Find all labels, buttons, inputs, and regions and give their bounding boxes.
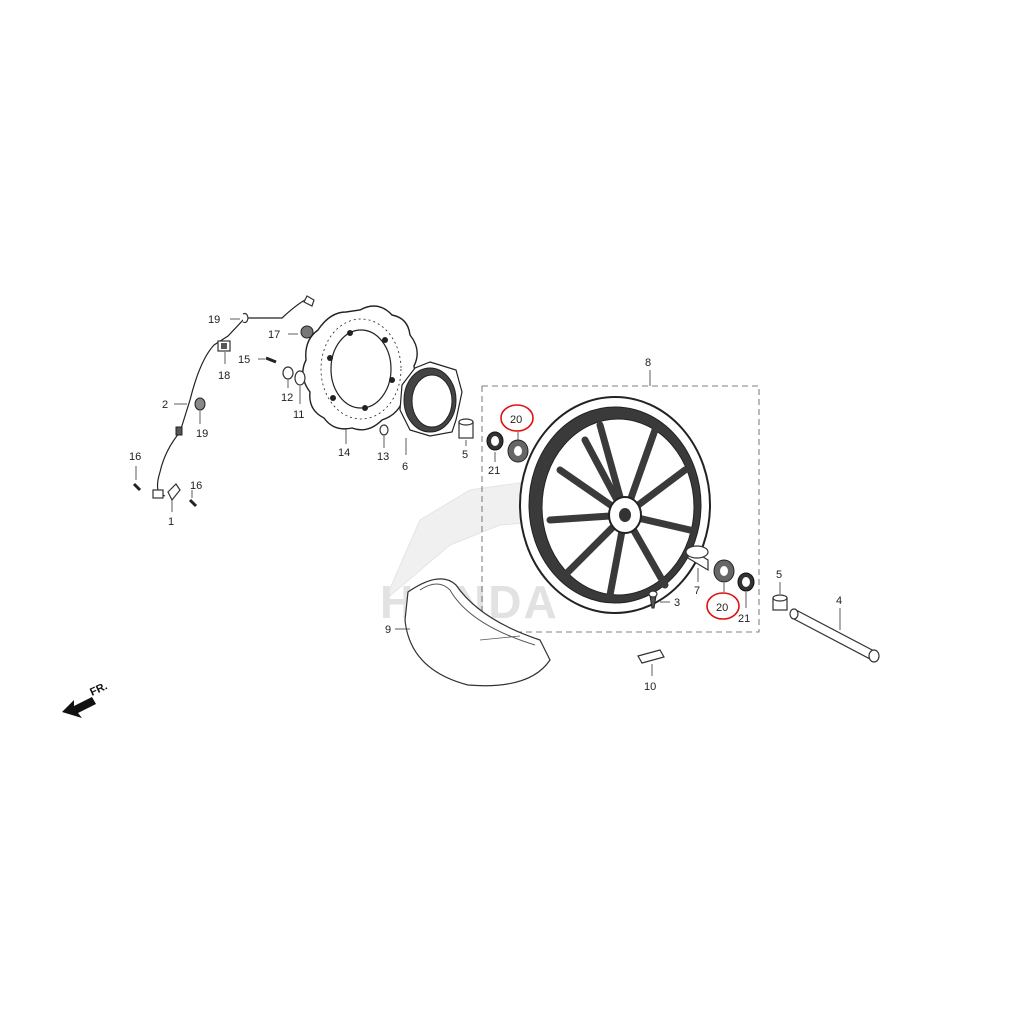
collar-5-right: [772, 594, 788, 611]
part-label-21-right: 21: [738, 613, 750, 625]
part-label-7: 7: [694, 585, 700, 597]
valve-3: [648, 590, 658, 609]
clamp-18: [217, 340, 231, 352]
part-label-5-left: 5: [462, 449, 468, 461]
highlight-circle-left: [500, 404, 534, 432]
part-label-1: 1: [168, 516, 174, 528]
part-label-14: 14: [338, 447, 350, 459]
bolt-16-left: [132, 482, 142, 492]
part-label-10: 10: [644, 681, 656, 693]
part-label-17: 17: [268, 329, 280, 341]
part-label-2: 2: [162, 399, 168, 411]
washer-13: [379, 424, 389, 436]
part-label-16-right: 16: [190, 480, 202, 492]
bolt-16-right: [188, 498, 198, 508]
front-fender-9: [404, 578, 551, 687]
front-wheel: [519, 396, 711, 614]
part-label-8: 8: [645, 357, 651, 369]
part-label-5-right: 5: [776, 569, 782, 581]
part-label-19-lower: 19: [196, 428, 208, 440]
clip-19-lower: [194, 397, 206, 411]
wheel-assembly-box: [481, 385, 760, 633]
part-label-20-right: 20: [716, 602, 728, 614]
part-label-21-left: 21: [488, 465, 500, 477]
highlight-circle-right: [706, 592, 740, 620]
front-axle-4: [789, 608, 880, 663]
part-label-12: 12: [281, 392, 293, 404]
bolt-15: [265, 356, 277, 364]
part-label-11: 11: [293, 409, 304, 421]
distance-collar-7: [685, 545, 709, 572]
part-label-18: 18: [218, 370, 230, 382]
part-label-6: 6: [402, 461, 408, 473]
clip-19-top: [242, 312, 249, 324]
part-label-13: 13: [377, 451, 389, 463]
front-direction-arrow: FR.: [62, 680, 109, 718]
speed-sensor-1: [167, 483, 181, 502]
part-label-4: 4: [836, 595, 842, 607]
washer-12: [282, 366, 294, 380]
part-label-20-left: 20: [510, 414, 522, 426]
balance-weight-10: [637, 649, 665, 664]
speed-sensor-cable-2: [152, 295, 315, 499]
grommet-17: [300, 325, 314, 339]
part-label-3: 3: [674, 597, 680, 609]
part-label-15: 15: [238, 354, 250, 366]
direction-label: FR.: [88, 680, 109, 698]
collar-11: [294, 370, 306, 386]
part-label-9: 9: [385, 624, 391, 636]
collar-5-left: [458, 418, 474, 439]
part-label-19-top: 19: [208, 314, 220, 326]
disc-hub-ring: [399, 361, 463, 437]
brake-disc: [302, 305, 418, 431]
part-label-16-left: 16: [129, 451, 141, 463]
